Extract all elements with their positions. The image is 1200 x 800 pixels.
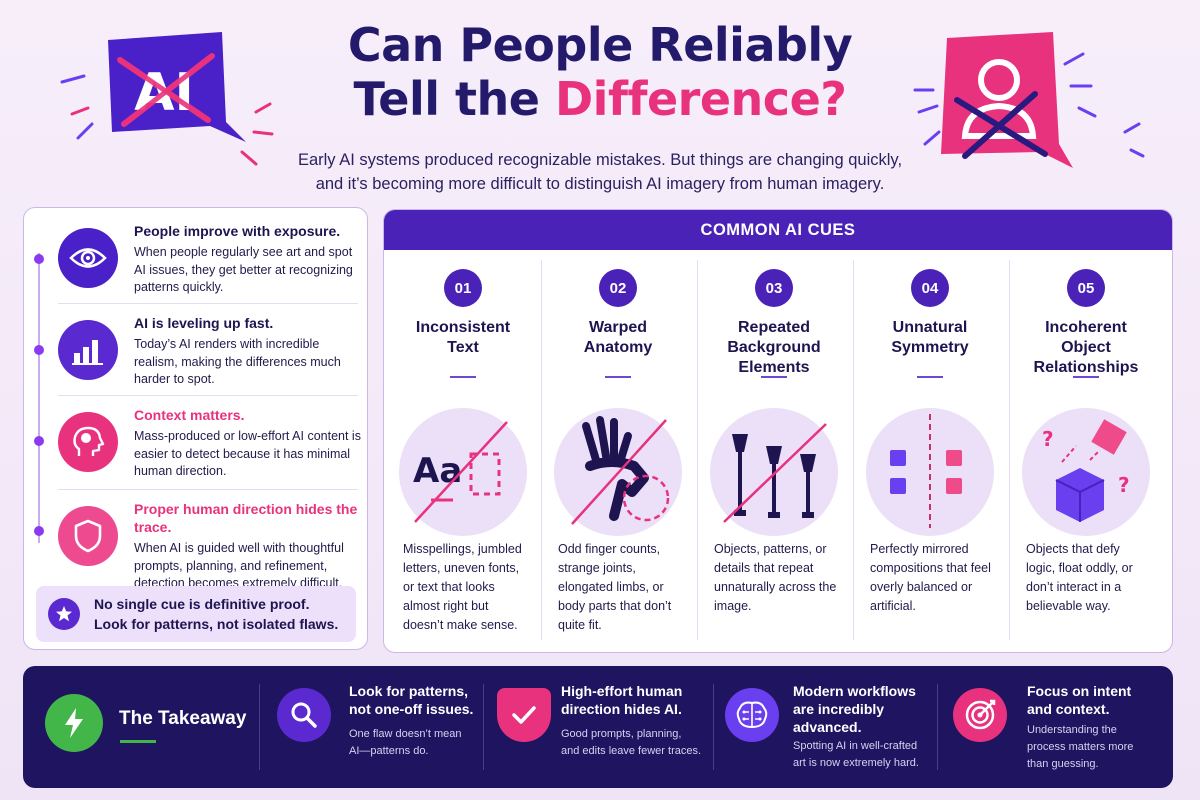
takeaway-banner: The Takeaway Look for patterns,not one-o… [23,666,1173,788]
cue-card: 04 Unnatural Symmetry Perfectly mirrored… [856,250,1004,650]
timeline-dot [34,436,44,446]
svg-text:?: ? [1042,427,1054,451]
insight-heading: AI is leveling up fast. [134,315,274,331]
shield-icon [58,506,118,566]
cue-card: 01 Inconsistent Text Aa Misspellings, ju… [389,250,537,650]
title-line-1: Can People Reliably [347,18,853,72]
note-line-2: Look for patterns, not isolated flaws. [94,616,339,632]
divider [58,303,358,304]
timeline-dot [34,345,44,355]
title-line-2: Tell the Difference? [353,72,847,126]
divider [697,260,698,640]
divider [1009,260,1010,640]
note-box: No single cue is definitive proof. Look … [36,586,356,642]
divider [58,395,358,396]
divider [853,260,854,640]
divider [259,684,260,770]
divider [1073,376,1099,378]
person-badge-crossed-icon [913,32,1145,168]
cue-number: 02 [599,269,637,307]
divider [761,376,787,378]
eye-icon [58,228,118,288]
star-icon [48,598,80,630]
insight-heading: Proper human direction hides the trace. [134,501,358,535]
cue-card: 02 Warped Anatomy Odd finger counts, str… [544,250,692,650]
magnifier-icon [277,688,331,742]
insights-panel: People improve with exposure. When peopl… [23,207,368,650]
title-highlight: Difference? [555,72,847,126]
svg-text:?: ? [1118,473,1130,497]
brain-head-icon [58,412,118,472]
divider [937,684,938,770]
brain-circuit-icon [725,688,779,742]
insight-body: When AI is guided well with thoughtful p… [134,541,344,590]
cue-card: 05 Incoherent Object Relationships ? ? O… [1012,250,1160,650]
bar-chart-icon [58,320,118,380]
cue-title: Unnatural Symmetry [891,319,969,356]
timeline-rail [38,253,40,543]
cue-description: Perfectly mirrored compositions that fee… [870,542,991,613]
divider [713,684,714,770]
note-line-1: No single cue is definitive proof. [94,596,310,612]
repeated-lamps-illustration [710,408,838,536]
divider [541,260,542,640]
insight-heading: People improve with exposure. [134,223,341,239]
cues-header: COMMON AI CUES [384,210,1172,250]
cue-title: Warped Anatomy [583,319,653,356]
cue-description: Odd finger counts, strange joints, elong… [558,542,672,632]
divider [917,376,943,378]
insight-heading: Context matters. [134,407,245,423]
cue-description: Objects, patterns, or details that repea… [714,542,837,613]
divider [605,376,631,378]
ai-badge-crossed-icon: AI [60,32,274,166]
divider [120,740,156,743]
takeaway-item: Look for patterns,not one-off issues. On… [349,683,474,757]
cue-number: 05 [1067,269,1105,307]
floating-objects-illustration: ? ? [1022,408,1150,536]
cue-description: Misspellings, jumbled letters, uneven fo… [403,542,522,632]
shield-check-icon [497,688,551,742]
timeline-dot [34,526,44,536]
insight-body: Mass-produced or low-effort AI content i… [134,429,361,478]
cue-card: 03 Repeated Background Elements Objects,… [700,250,848,650]
divider [58,489,358,490]
text-glitch-illustration: Aa [399,408,527,536]
insight-body: Today’s AI renders with incredible reali… [134,337,341,386]
common-cues-panel: COMMON AI CUES 01 Inconsistent Text Aa M… [383,209,1173,653]
cue-title: Repeated Background Elements [727,319,821,376]
cue-title: Incoherent Object Relationships [1033,319,1139,376]
warped-hand-illustration [554,408,682,536]
cue-number: 04 [911,269,949,307]
target-icon [953,688,1007,742]
mirrored-squares-illustration [866,408,994,536]
cue-description: Objects that defy logic, float oddly, or… [1026,542,1133,613]
cue-number: 01 [444,269,482,307]
cue-title: Inconsistent Text [415,319,511,356]
timeline-dot [34,254,44,264]
insight-body: When people regularly see art and spot A… [134,245,353,294]
divider [483,684,484,770]
divider [450,376,476,378]
cue-number: 03 [755,269,793,307]
lightning-icon [45,694,103,752]
svg-text:Aa: Aa [413,451,462,491]
intro-text: Early AI systems produced recognizable m… [297,151,903,193]
page-title: Can People Reliably Tell the Difference? [250,18,950,126]
takeaway-label: The Takeaway [119,708,247,729]
